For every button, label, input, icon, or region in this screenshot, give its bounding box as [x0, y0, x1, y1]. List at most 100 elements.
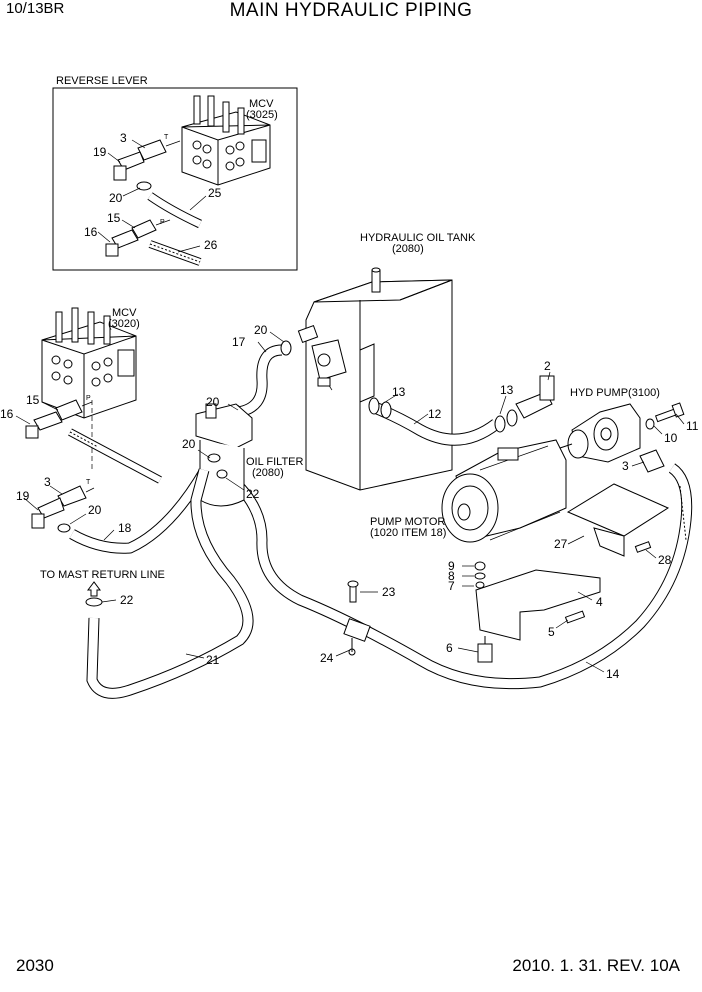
filter-label: OIL FILTER	[246, 456, 304, 468]
hose-14	[216, 463, 693, 690]
clamp-13b-1	[494, 415, 506, 433]
bolt-11	[654, 402, 685, 423]
inset-callout-19: 19	[93, 145, 107, 159]
inset-elbow-16	[105, 229, 139, 257]
tank-code: (2080)	[392, 243, 424, 255]
model-code: 10/13BR	[6, 0, 65, 17]
callout-23: 23	[382, 585, 396, 599]
callout-24: 24	[320, 651, 334, 665]
pump-fitting-3	[639, 449, 665, 473]
callout-9: 9	[448, 559, 455, 573]
inset-mcv-code: (3025)	[246, 109, 278, 121]
inset-mcv-valve	[181, 95, 271, 186]
callout-5: 5	[548, 625, 555, 639]
callout-17: 17	[232, 335, 246, 349]
hose-17	[236, 344, 283, 418]
clamp-22b	[85, 597, 103, 607]
main-fitting-15	[55, 399, 93, 421]
pressure-hose	[68, 428, 162, 484]
callout-11: 11	[686, 419, 699, 433]
mast-return-label: TO MAST RETURN LINE	[40, 569, 165, 581]
motor-label: PUMP MOTOR	[370, 516, 445, 528]
leader-lines	[15, 331, 685, 673]
main-mcv-label: MCV	[112, 307, 137, 319]
oil-filter	[195, 403, 253, 507]
main-mcv-valve	[41, 307, 137, 470]
callout-20d: 20	[182, 437, 196, 451]
inset-callout-3: 3	[120, 131, 127, 145]
revision-date: 2010. 1. 31. REV. 10A	[512, 956, 680, 975]
inset-fitting-15	[131, 219, 171, 239]
main-mcv-code: (3020)	[108, 318, 140, 330]
clamp-13a-1	[368, 397, 380, 415]
hose-18	[69, 467, 210, 554]
callout-4: 4	[596, 595, 603, 609]
cover-plate-27	[566, 483, 670, 557]
callout-20a: 20	[254, 323, 268, 337]
inset-callout-25: 25	[208, 186, 222, 200]
main-elbow-19	[31, 497, 65, 529]
inset-callout-16: 16	[84, 225, 98, 239]
inset-frame	[52, 87, 298, 271]
inset-title: REVERSE LEVER	[56, 75, 148, 87]
clamp-13a-2	[380, 401, 392, 419]
pump-label: HYD PUMP(3100)	[570, 387, 660, 399]
clip-24	[343, 618, 371, 656]
washer-7	[475, 581, 485, 589]
callout-12: 12	[428, 407, 442, 421]
inset-hose-26	[148, 240, 202, 266]
nut-9	[474, 561, 486, 571]
bolt-23	[347, 580, 359, 603]
callout-18: 18	[118, 521, 132, 535]
callout-14: 14	[606, 667, 620, 681]
callout-3b: 3	[622, 459, 629, 473]
callout-13b: 13	[500, 383, 514, 397]
inset-elbow-19	[113, 151, 145, 181]
callout-21: 21	[206, 653, 220, 667]
inset-oring-20	[136, 181, 152, 191]
inset-port-t: T	[164, 134, 169, 141]
tank-label: HYDRAULIC OIL TANK	[360, 232, 476, 244]
clamp-20a	[280, 340, 292, 356]
callout-20c: 20	[88, 503, 102, 517]
pump-motor	[441, 439, 567, 543]
callout-10: 10	[664, 431, 678, 445]
mast-return-arrow	[87, 581, 101, 597]
callout-20b: 20	[206, 395, 220, 409]
washer-10	[645, 418, 655, 430]
callout-22a: 22	[246, 487, 260, 501]
elbow-2	[515, 375, 555, 419]
inset-fitting-3	[137, 139, 181, 161]
callout-2: 2	[544, 359, 551, 373]
callout-19: 19	[16, 489, 30, 503]
main-oring-20c	[57, 523, 71, 533]
main-elbow-16	[25, 411, 63, 439]
callout-7: 7	[448, 579, 455, 593]
callout-15: 15	[26, 393, 40, 407]
main-port-t: T	[86, 479, 91, 486]
callout-22b: 22	[120, 593, 134, 607]
hose-21	[86, 468, 254, 699]
washer-8	[474, 572, 486, 580]
clamp-13b-2	[506, 409, 518, 427]
inset-mcv-label: MCV	[249, 98, 274, 110]
inset-callout-26: 26	[204, 238, 218, 252]
mount-6	[477, 636, 493, 663]
callout-16: 16	[0, 407, 14, 421]
page-number: 2030	[16, 956, 54, 975]
motor-code: (1020 ITEM 18)	[370, 527, 446, 539]
bolt-28	[634, 541, 652, 553]
main-port-p: P	[86, 395, 91, 402]
hose-12	[373, 402, 500, 446]
callout-27: 27	[554, 537, 568, 551]
inset-callout-15: 15	[107, 211, 121, 225]
hydraulic-pump	[559, 403, 641, 463]
bracket-4	[475, 569, 601, 641]
main-callouts: 20 17 13 12 13 2 11 10 3 15 16 20 22 3 1…	[0, 323, 699, 681]
callout-3a: 3	[44, 475, 51, 489]
callout-13a: 13	[392, 385, 406, 399]
reverse-lever-inset: REVERSE LEVER MCV (3025) T	[52, 75, 298, 271]
bolt-5	[564, 610, 586, 624]
filter-code: (2080)	[252, 467, 284, 479]
